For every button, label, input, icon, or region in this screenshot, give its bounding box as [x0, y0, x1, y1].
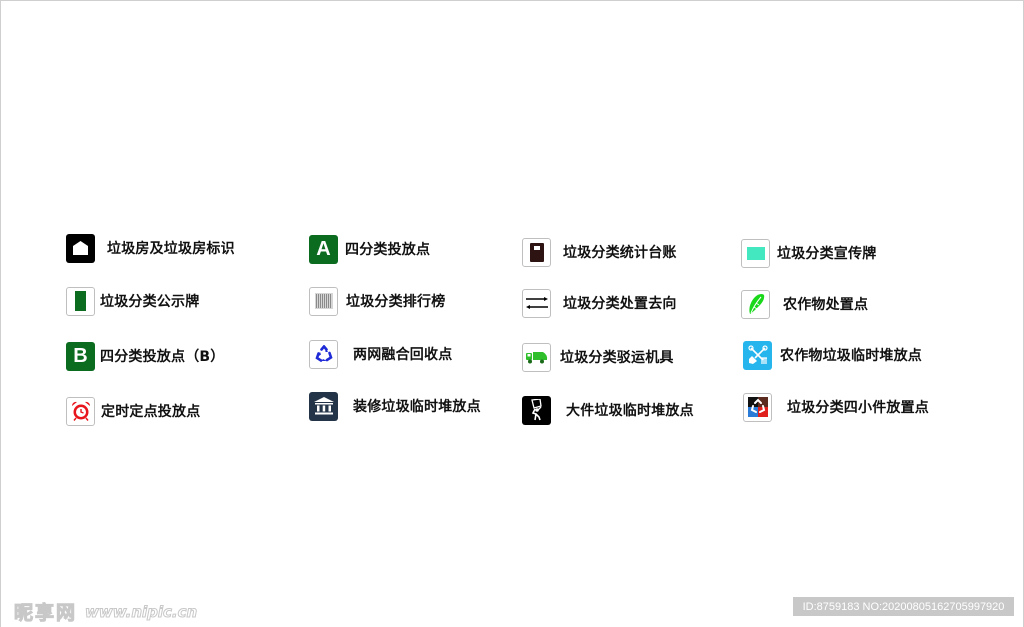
legend-item-public-board: 垃圾分类公示牌 [66, 286, 199, 316]
legend-item-transport-equipment: 垃圾分类驳运机具 [522, 342, 674, 372]
letter-b-icon: B [66, 341, 95, 371]
garbage-truck-icon [522, 342, 551, 372]
watermark-site-url: www.nipic.cn [85, 602, 198, 621]
legend-label: 垃圾分类驳运机具 [560, 350, 674, 366]
two-way-arrows-icon [522, 288, 551, 318]
legend-item-four-small-items: 垃圾分类四小件放置点 [743, 392, 929, 422]
legend-label: 大件垃圾临时堆放点 [566, 403, 694, 419]
legend-item-bulky-waste: 大件垃圾临时堆放点 [522, 395, 694, 425]
legend-label: 垃圾分类公示牌 [100, 294, 200, 310]
house-icon [66, 233, 95, 263]
letter-a-icon: A [309, 234, 338, 264]
legend-label: 垃圾分类统计台账 [563, 245, 677, 261]
legend-item-statistics-ledger: 垃圾分类统计台账 [522, 237, 677, 267]
watermark-id-badge: ID:8759183 NO:20200805162705997920 [793, 597, 1014, 616]
legend-label: 两网融合回收点 [353, 347, 453, 363]
legend-item-timed-point: 定时定点投放点 [66, 396, 200, 426]
shovel-fork-icon [743, 340, 772, 370]
legend-label: 垃圾分类四小件放置点 [787, 400, 929, 416]
legend-item-crop-waste-temp: 农作物垃圾临时堆放点 [743, 340, 922, 370]
legend-label: 垃圾房及垃圾房标识 [107, 241, 235, 257]
legend-label: 装修垃圾临时堆放点 [353, 399, 481, 415]
alarm-clock-icon [66, 396, 95, 426]
legend-item-decoration-waste: 装修垃圾临时堆放点 [309, 391, 481, 421]
legend-label: 垃圾分类处置去向 [563, 296, 677, 312]
watermark-site: 昵享网 www.nipic.cn [13, 598, 198, 625]
legend-item-crop-disposal: 农作物处置点 [741, 289, 868, 319]
vegetable-leaf-icon [741, 289, 770, 319]
legend-label: 定时定点投放点 [101, 404, 201, 420]
green-board-icon [66, 286, 95, 316]
legend-item-publicity-board: 垃圾分类宣传牌 [741, 238, 876, 268]
legend-label: 四分类投放点 [345, 242, 431, 258]
four-color-recycle-icon [743, 392, 772, 422]
legend-item-garbage-room: 垃圾房及垃圾房标识 [66, 233, 235, 263]
legend-label: 四分类投放点（B） [100, 349, 225, 365]
legend-item-recycle-point: 两网融合回收点 [309, 339, 452, 369]
legend-item-disposal-destination: 垃圾分类处置去向 [522, 288, 677, 318]
watermark-site-name: 昵享网 [13, 602, 78, 625]
ledger-book-icon [522, 237, 551, 267]
legend-label: 农作物处置点 [783, 297, 869, 313]
legend-item-ranking: 垃圾分类排行榜 [309, 286, 445, 316]
mint-board-icon [741, 238, 770, 268]
building-columns-icon [309, 391, 338, 421]
legend-item-four-class-point-b: B 四分类投放点（B） [66, 341, 224, 371]
person-carrying-box-icon [522, 395, 551, 425]
recycle-icon [309, 339, 338, 369]
legend-item-four-class-point-a: A 四分类投放点 [309, 234, 430, 264]
barcode-list-icon [309, 286, 338, 316]
legend-label: 垃圾分类排行榜 [346, 294, 446, 310]
legend-label: 农作物垃圾临时堆放点 [780, 348, 922, 364]
legend-label: 垃圾分类宣传牌 [777, 246, 877, 262]
